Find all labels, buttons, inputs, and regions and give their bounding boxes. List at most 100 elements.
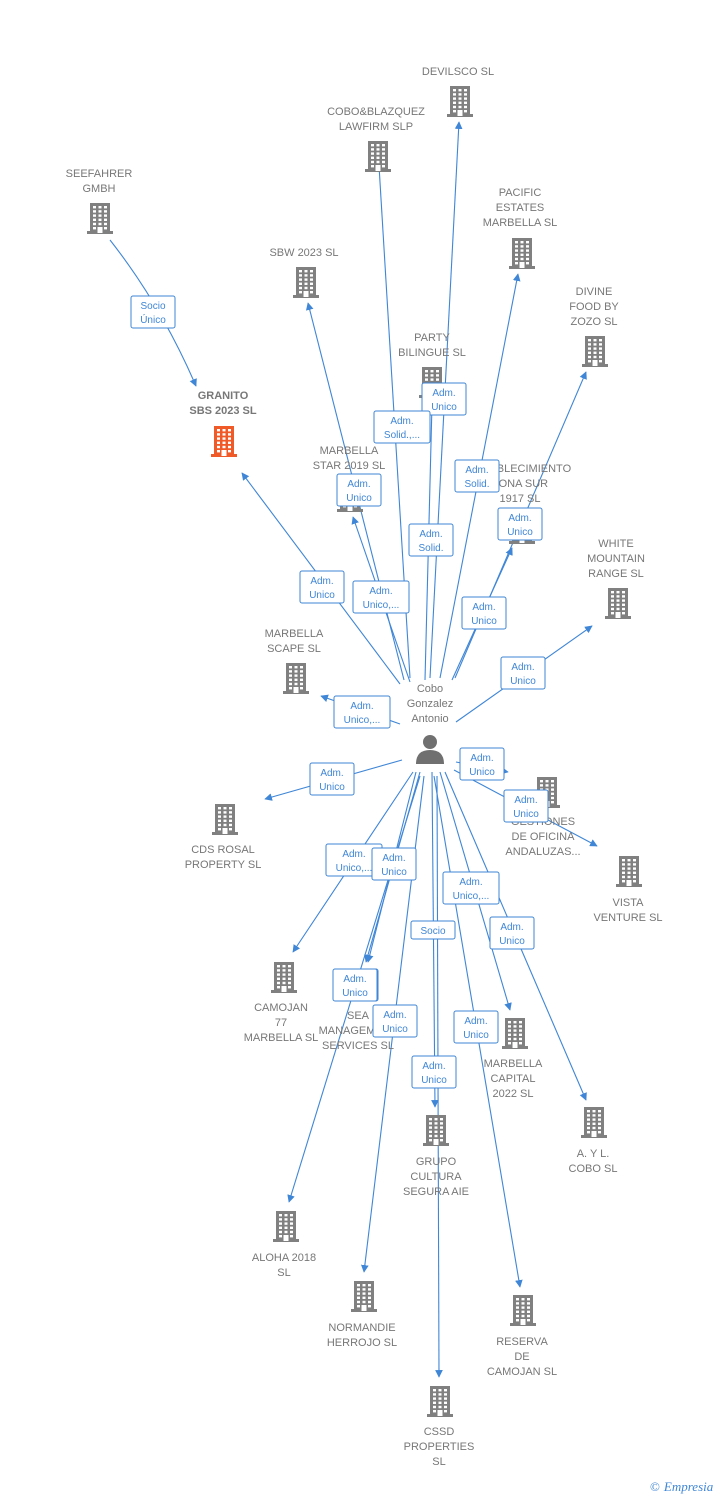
building-icon [212,804,238,835]
edge-label-line: Adm. [342,849,365,860]
edge-label-line: Adm. [422,1061,445,1072]
edge-label-line: Adm. [472,602,495,613]
node-label-ayl: A. Y L.COBO SL [569,1148,618,1175]
node-label-vista-line: VENTURE SL [593,912,662,924]
node-label-aloha-line: SL [277,1267,290,1279]
node-ayl[interactable]: A. Y L.COBO SL [569,1107,618,1175]
node-sbw[interactable]: SBW 2023 SL [269,247,339,298]
node-label-ayl-line: COBO SL [569,1163,618,1175]
edge-label-line: Adm. [382,853,405,864]
edge-label-line: Adm. [419,529,442,540]
building-icon [581,1107,607,1138]
edge-label-box[interactable]: Adm.Unico,... [352,580,410,614]
building-icon [582,336,608,367]
edge-label-box[interactable]: Adm.Unico [503,789,549,823]
center-person-label-line: Cobo [417,683,443,695]
edge-label-text: Adm.Unico [382,1010,408,1035]
node-label-pacific-line: ESTATES [496,202,545,214]
edge-label-line: Solid. [464,479,489,490]
edge-label-box[interactable]: Adm.Unico [332,968,378,1002]
edge-label-box[interactable]: Adm.Unico [461,596,507,630]
node-label-devilsco: DEVILSCO SL [422,66,494,78]
building-icon [351,1281,377,1312]
node-label-cssd-line: SL [432,1456,445,1468]
edge-label-text: Adm.Unico [510,662,536,687]
edge-label-text: Adm.Unico,... [363,586,400,611]
edge-label-line: Socio [420,926,445,937]
empresia-logo[interactable]: ©Empresia [650,1479,713,1495]
edge-label-box[interactable]: Socio [410,920,456,940]
edge-label-line: Adm. [320,768,343,779]
node-label-normandie-line: NORMANDIE [328,1322,395,1334]
edge-label-box[interactable]: Adm.Unico [459,747,505,781]
edge-label-line: Adm. [432,388,455,399]
edge-label-line: Unico [382,1024,408,1035]
edge-label-text: Adm.Solid. [464,465,489,490]
edge-label-box[interactable]: Adm. Solid. [408,523,454,557]
edge-label-line: Unico [469,767,495,778]
edge-label-line: Unico,... [336,863,373,874]
edge-label-box[interactable]: Adm.Solid.,... [373,410,431,444]
edge-label-box[interactable]: Adm.Unico [336,473,382,507]
edge-label-line: Adm. [514,795,537,806]
building-icon [447,86,473,117]
node-label-establecimiento-line: 1917 SL [500,493,541,505]
node-label-sbw-line: SBW 2023 SL [269,247,338,259]
edge-label-box[interactable]: Adm.Solid. [454,459,500,493]
node-label-devilsco-line: DEVILSCO SL [422,66,494,78]
edge-label-box[interactable]: Adm.Unico,... [442,871,500,905]
edge-label-box[interactable]: Adm.Unico [372,1004,418,1038]
edge-label-box[interactable]: Adm.Unico [421,382,467,416]
node-label-granito-line: SBS 2023 SL [189,405,257,417]
edge-label-box[interactable]: Adm.Unico [411,1055,457,1089]
edge-label-box[interactable]: Adm.Unico,... [333,695,391,729]
edge-label-line: Adm. [511,662,534,673]
edge-label-line: Solid. [418,543,443,554]
edge-label-line: Adm. [369,586,392,597]
center-person-label-line: Antonio [411,713,448,725]
edge-label-box[interactable]: Adm.Unico [489,916,535,950]
edge-label-box[interactable]: Adm.Unico [371,847,417,881]
edge-label-box[interactable]: Adm.Unico [497,507,543,541]
edge-label-box[interactable]: Adm.Unico [309,762,355,796]
node-label-cobo-blazquez-line: LAWFIRM SLP [339,121,413,133]
edge-label-box[interactable]: Adm.Unico [299,570,345,604]
edge-label-text: Adm. Unico,... [336,849,373,874]
building-icon [502,1018,528,1049]
edge-label-box[interactable]: Adm.Unico [453,1010,499,1044]
edge-label-box[interactable]: Adm.Unico [500,656,546,690]
node-label-grupo-cultura-line: GRUPO [416,1156,457,1168]
node-label-gestiones-line: DE OFICINA [512,831,576,843]
node-label-sea-line: SEA [347,1010,370,1022]
node-devilsco[interactable]: DEVILSCO SL [422,66,494,117]
building-icon [271,962,297,993]
